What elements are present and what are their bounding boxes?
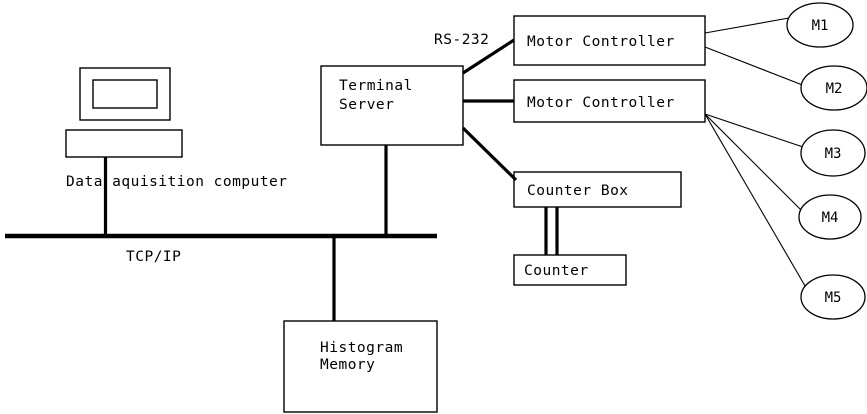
- motor-m4-label: M4: [822, 210, 839, 226]
- motor-controller-1-label: Motor Controller: [527, 34, 675, 50]
- motor-controller-2-label: Motor Controller: [527, 95, 675, 111]
- tcpip-bus-label: TCP/IP: [126, 249, 181, 265]
- motor-controller-1-box: [513, 15, 706, 66]
- computer-base-unit: [65, 129, 183, 158]
- counter-box-box: [513, 171, 682, 208]
- data-acquisition-computer-caption: Data aquisition computer: [66, 174, 288, 190]
- terminal-server-label-line1: Terminal: [339, 78, 413, 94]
- counter-label: Counter: [524, 263, 589, 279]
- link-terminal-server-to-counter-box: [461, 126, 518, 182]
- terminal-server-label-line2: Server: [339, 97, 394, 113]
- motor-m5-label: M5: [825, 290, 842, 306]
- computer-monitor-screen: [92, 79, 158, 109]
- counter-box-label: Counter Box: [527, 183, 629, 199]
- motor-m4-ellipse: [798, 194, 862, 240]
- motor-m3-label: M3: [825, 146, 842, 162]
- link-terminal-server-to-mc1: [462, 38, 515, 75]
- link-mc1-to-m1: [704, 17, 790, 34]
- motor-m2-label: M2: [826, 81, 843, 97]
- link-mc1-to-m2: [704, 46, 806, 87]
- motor-m5-ellipse: [800, 274, 866, 320]
- histogram-memory-box: [283, 320, 438, 413]
- histogram-memory-label-line2: Memory: [320, 357, 375, 373]
- motor-m3-ellipse: [800, 129, 866, 177]
- link-mc2-to-m4: [704, 113, 805, 214]
- rs232-label: RS-232: [434, 32, 489, 48]
- counter-box: [513, 254, 627, 286]
- terminal-server-box: [320, 65, 464, 146]
- motor-m1-label: M1: [812, 18, 829, 34]
- motor-m1-ellipse: [786, 2, 854, 48]
- link-mc2-to-m5: [704, 113, 809, 292]
- link-mc2-to-m3: [704, 113, 807, 149]
- motor-m2-ellipse: [800, 65, 867, 111]
- histogram-memory-label-line1: Histogram: [320, 340, 403, 356]
